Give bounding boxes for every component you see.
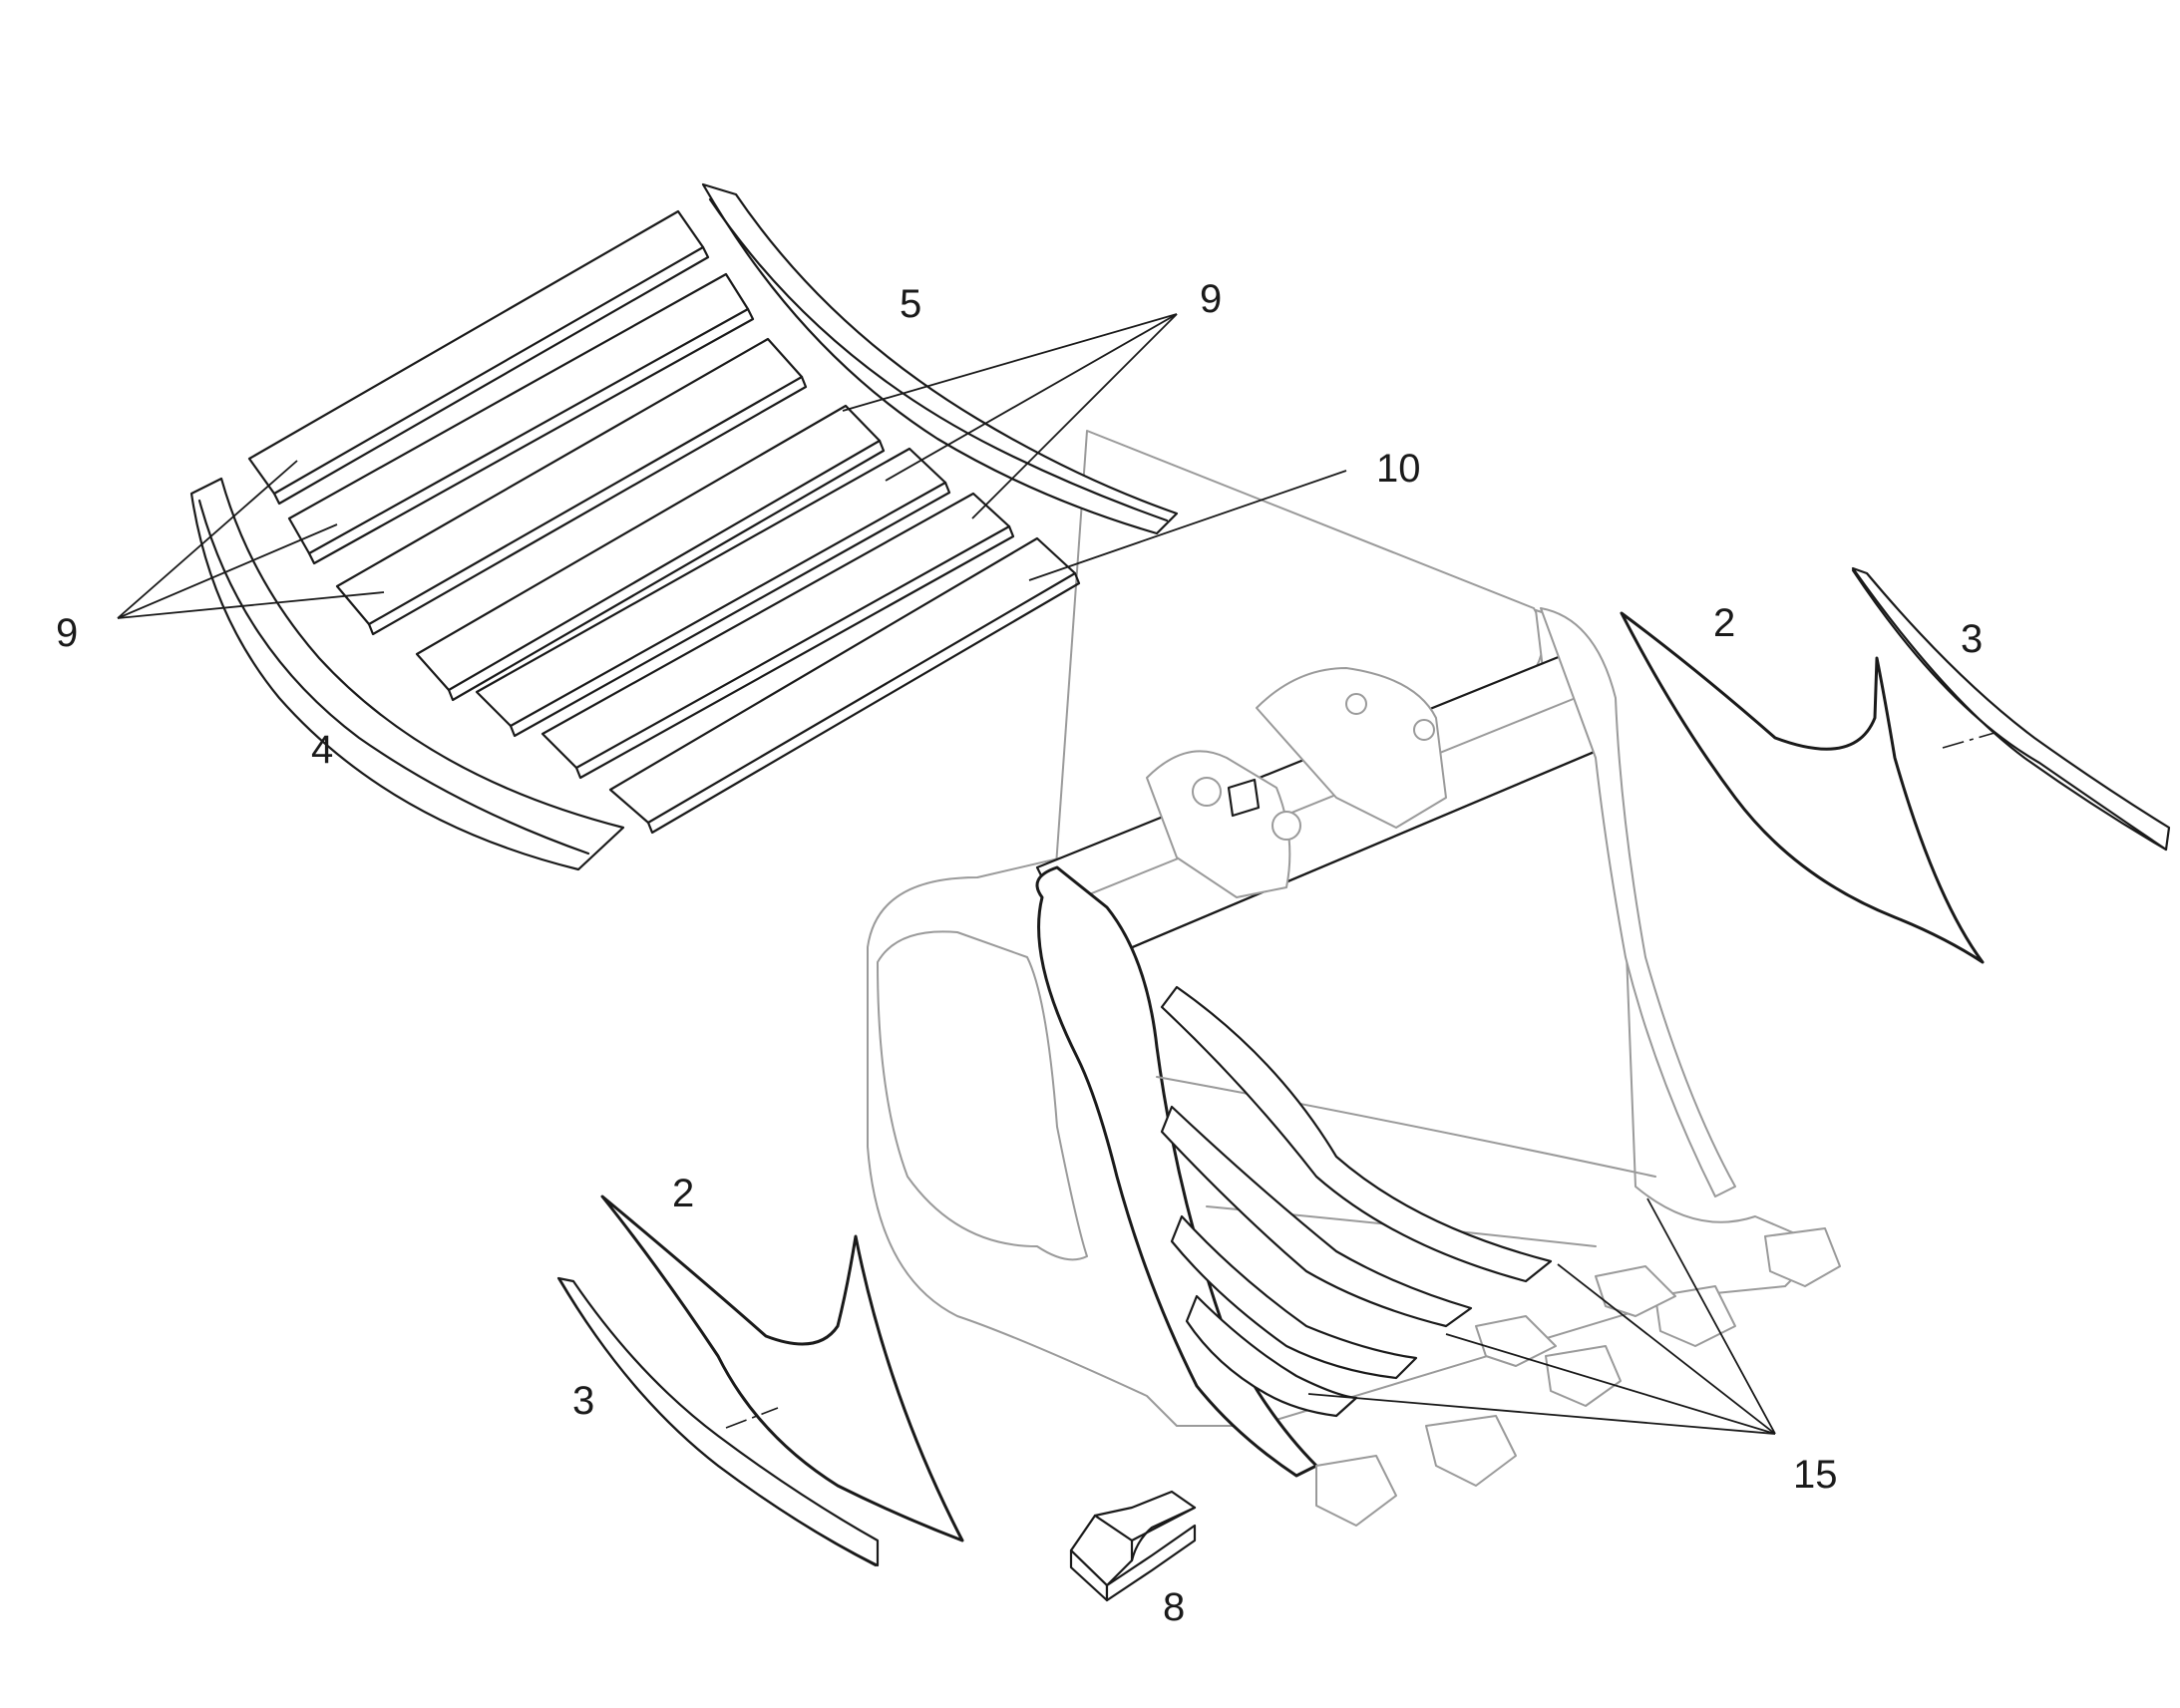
callout-2-left: 2 <box>672 1172 694 1215</box>
callout-3-left: 3 <box>572 1379 594 1423</box>
callout-10: 10 <box>1376 447 1421 491</box>
callout-2-right: 2 <box>1713 601 1735 645</box>
part-5-curved-rib <box>701 182 1179 535</box>
callout-15: 15 <box>1793 1453 1838 1497</box>
callout-4: 4 <box>311 728 333 772</box>
part-4-curved-rib <box>189 477 625 871</box>
part-10-wear-strip <box>608 536 1081 835</box>
callout-9-upper: 9 <box>1200 277 1222 321</box>
part-3-side-strip-left <box>556 1276 880 1567</box>
callouts: 5 9 10 9 4 2 3 2 3 15 8 <box>56 277 1983 1629</box>
callout-5: 5 <box>900 282 921 326</box>
callout-9-left: 9 <box>56 611 78 655</box>
part-9-wear-strips <box>247 209 1015 780</box>
part-2-side-plate-left <box>600 1195 964 1542</box>
leader-lines <box>117 313 1776 1435</box>
part-2-side-plate-right <box>1620 611 1985 964</box>
bucket-teeth <box>1315 1227 1841 1527</box>
part-8-wear-block <box>1069 1490 1197 1602</box>
callout-3-right: 3 <box>1961 617 1983 661</box>
part-15-bucket-bottom-strips <box>1160 985 1553 1418</box>
bucket-body <box>867 430 1841 1527</box>
callout-8: 8 <box>1163 1585 1185 1629</box>
part-3-side-strip-right <box>1851 566 2171 852</box>
